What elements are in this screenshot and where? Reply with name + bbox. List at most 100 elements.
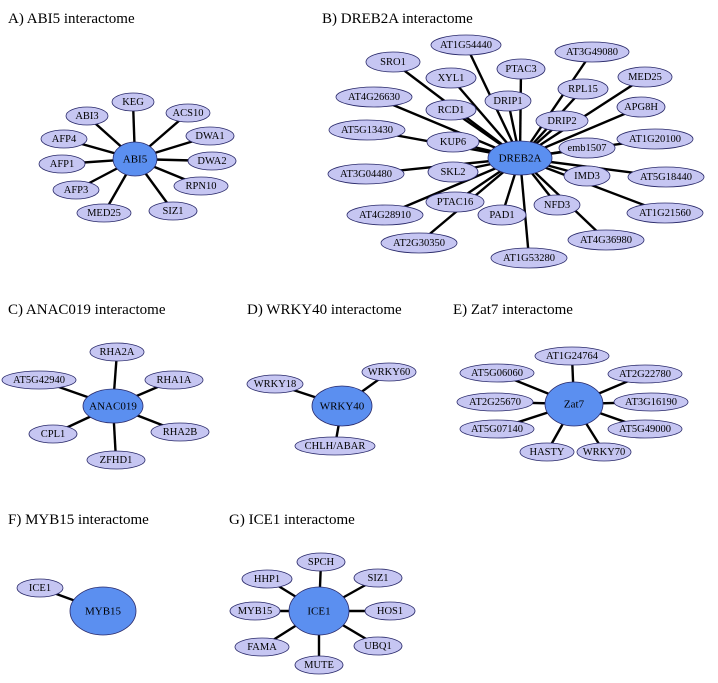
node-label: AT5G18440	[640, 172, 692, 183]
node-mute: MUTE	[294, 655, 344, 675]
node-shape	[607, 419, 683, 439]
node-label: AT5G13430	[341, 125, 393, 136]
node-label: PAD1	[489, 210, 514, 221]
node-shape	[353, 636, 403, 656]
node-hasty: HASTY	[519, 442, 575, 462]
node-hhp1: HHP1	[241, 569, 293, 589]
node-fama: FAMA	[234, 637, 290, 657]
hub-shape	[311, 385, 373, 427]
node-label: CPL1	[41, 429, 66, 440]
hub-node-wrky40: WRKY40	[311, 385, 373, 427]
node-at2g22780: AT2G22780	[607, 364, 683, 384]
node-shape	[327, 163, 405, 185]
node-drip2: DRIP2	[535, 110, 589, 132]
node-siz1: SIZ1	[353, 568, 403, 588]
node-rcd1: RCD1	[425, 99, 477, 121]
panel-title: F) MYB15 interactome	[8, 512, 149, 528]
panel-dreb2a-interactome: B) DREB2A interactome AT1G54440AT3G49080…	[322, 11, 705, 269]
node-drip1: DRIP1	[484, 90, 532, 112]
node-shape	[427, 161, 479, 183]
node-at5g42940: AT5G42940	[1, 370, 77, 390]
node-at5g49000: AT5G49000	[607, 419, 683, 439]
node-shape	[477, 204, 527, 226]
node-shape	[490, 247, 568, 269]
node-label: NFD3	[544, 200, 570, 211]
node-at5g07140: AT5G07140	[459, 419, 535, 439]
node-label: MYB15	[238, 606, 272, 617]
node-shape	[425, 191, 485, 213]
node-shape	[185, 126, 235, 146]
node-label: ABI3	[75, 111, 98, 122]
node-label: PTAC16	[437, 197, 474, 208]
node-skl2: SKL2	[427, 161, 479, 183]
node-label: AT2G30350	[393, 238, 445, 249]
node-imd3: IMD3	[563, 165, 611, 187]
node-shape	[613, 392, 689, 412]
node-shape	[617, 66, 673, 88]
node-label: AT1G54440	[440, 40, 492, 51]
node-label: UBQ1	[364, 641, 391, 652]
hub-shape	[69, 586, 137, 636]
node-apg8h: APG8H	[616, 96, 666, 118]
node-label: RPL15	[568, 84, 598, 95]
node-rha1a: RHA1A	[144, 370, 204, 390]
node-rha2a: RHA2A	[89, 342, 145, 362]
node-label: ACS10	[173, 108, 204, 119]
node-label: AFP3	[64, 185, 89, 196]
node-hos1: HOS1	[364, 601, 416, 621]
node-shape	[52, 180, 100, 200]
node-shape	[425, 99, 477, 121]
node-shape	[558, 137, 616, 159]
hub-label: Zat7	[564, 399, 585, 411]
node-at4g36980: AT4G36980	[567, 229, 645, 251]
node-shape	[567, 229, 645, 251]
node-nfd3: NFD3	[533, 194, 581, 216]
node-at1g20100: AT1G20100	[616, 128, 694, 150]
node-shape	[519, 442, 575, 462]
node-label: HHP1	[254, 574, 280, 585]
node-label: AT5G07140	[471, 424, 523, 435]
node-at1g54440: AT1G54440	[430, 34, 502, 56]
node-label: AT1G53280	[503, 253, 555, 264]
node-label: DRIP2	[547, 116, 576, 127]
node-label: MED25	[628, 72, 662, 83]
node-shape	[364, 601, 416, 621]
node-wrky18: WRKY18	[246, 374, 304, 394]
node-keg: KEG	[111, 92, 155, 112]
node-label: RCD1	[438, 105, 465, 116]
node-xyl1: XYL1	[425, 67, 477, 89]
node-kup6: KUP6	[426, 131, 480, 153]
node-label: APG8H	[624, 102, 658, 113]
node-med25: MED25	[617, 66, 673, 88]
hub-label: WRKY40	[320, 401, 365, 413]
node-shape	[144, 370, 204, 390]
node-shape	[150, 422, 210, 442]
node-at1g53280: AT1G53280	[490, 247, 568, 269]
node-shape	[296, 552, 346, 572]
node-shape	[535, 110, 589, 132]
node-siz1: SIZ1	[148, 201, 198, 221]
node-label: RHA2B	[163, 427, 197, 438]
node-label: AT4G28910	[359, 210, 411, 221]
node-label: CHLH/ABAR	[305, 441, 366, 452]
node-label: PTAC3	[505, 64, 536, 75]
node-at2g30350: AT2G30350	[380, 232, 458, 254]
node-label: DWA1	[195, 131, 224, 142]
node-shape	[459, 363, 535, 383]
node-at4g28910: AT4G28910	[346, 204, 424, 226]
hub-shape	[112, 141, 158, 177]
node-med25: MED25	[76, 203, 132, 223]
node-at3g16190: AT3G16190	[613, 392, 689, 412]
hub-label: MYB15	[85, 606, 122, 618]
node-shape	[28, 424, 78, 444]
node-afp4: AFP4	[40, 129, 88, 149]
node-shape	[76, 203, 132, 223]
node-at1g21560: AT1G21560	[626, 202, 704, 224]
node-shape	[459, 419, 535, 439]
node-ice1: ICE1	[16, 578, 64, 598]
node-sro1: SRO1	[365, 51, 421, 73]
node-rpn10: RPN10	[173, 176, 229, 196]
